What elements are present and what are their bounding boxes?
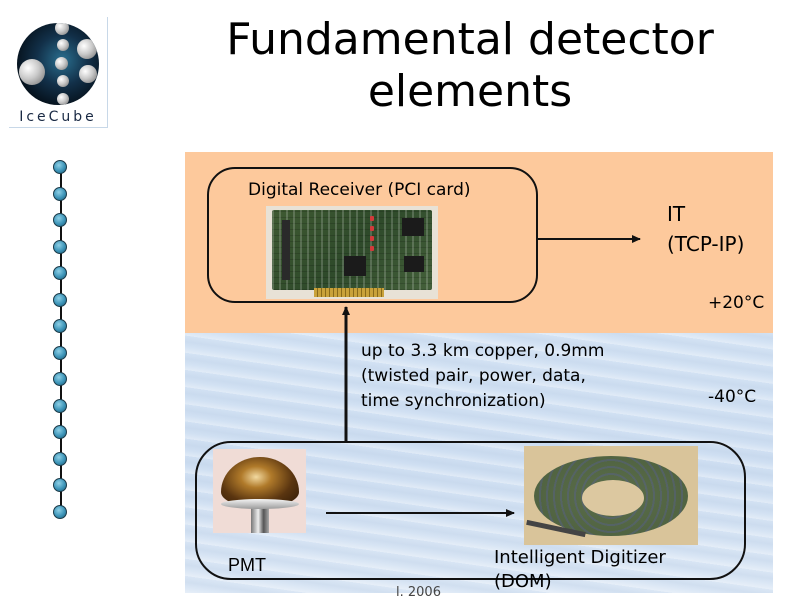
title-line-2: elements — [367, 66, 573, 117]
ice-temperature: -40°C — [708, 387, 757, 407]
cable-description-line-3: time synchronization) — [361, 391, 546, 411]
optical-module-bead-icon — [53, 266, 67, 280]
tcp-ip-label: (TCP-IP) — [667, 232, 745, 256]
optical-module-bead-icon — [53, 425, 67, 439]
optical-module-bead-icon — [53, 213, 67, 227]
digitizer-label-line-1: Intelligent Digitizer — [494, 547, 666, 568]
optical-module-bead-icon — [53, 478, 67, 492]
pmt-label: PMT — [228, 555, 266, 575]
dom-box — [195, 441, 746, 580]
digital-receiver-label: Digital Receiver (PCI card) — [248, 180, 471, 200]
logo-globe-icon — [17, 23, 99, 105]
pci-card-photo — [266, 206, 438, 299]
surface-temperature: +20°C — [708, 293, 765, 313]
optical-module-bead-icon — [53, 319, 67, 333]
digital-receiver-box — [207, 167, 538, 303]
title-line-1: Fundamental detector — [226, 14, 714, 65]
dom-mainboard-photo — [524, 446, 698, 545]
detector-string — [60, 167, 62, 513]
logo-text: IceCube — [19, 109, 97, 125]
slide-title: Fundamental detector elements — [190, 14, 750, 118]
optical-module-bead-icon — [53, 398, 67, 413]
optical-module-bead-icon — [53, 292, 67, 307]
digitizer-label-line-2: (DOM) — [494, 571, 552, 592]
pmt-photo — [213, 449, 306, 533]
optical-module-bead-icon — [53, 160, 67, 174]
optical-module-bead-icon — [53, 504, 67, 519]
cable-description-line-2: (twisted pair, power, data, — [361, 366, 586, 386]
optical-module-bead-icon — [53, 186, 67, 201]
optical-module-bead-icon — [53, 451, 67, 466]
optical-module-bead-icon — [53, 372, 67, 386]
optical-module-bead-icon — [53, 239, 67, 254]
icecube-logo: IceCube — [9, 17, 108, 128]
optical-module-bead-icon — [53, 345, 67, 360]
footer-date: l. 2006 — [396, 585, 441, 600]
cable-description-line-1: up to 3.3 km copper, 0.9mm — [361, 341, 605, 361]
it-label: IT — [667, 202, 686, 226]
